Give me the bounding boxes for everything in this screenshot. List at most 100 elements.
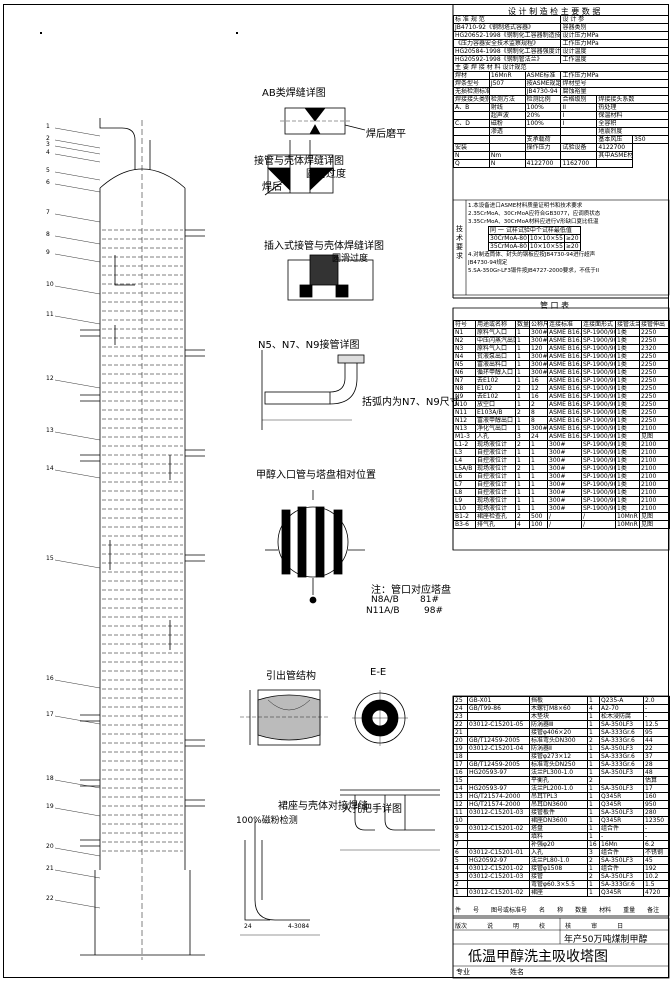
table-cell: 操作压力 bbox=[524, 143, 562, 152]
table-cell: SA-350LF3 bbox=[599, 784, 644, 793]
table-row: JB4710-92《钢制塔式容器》容器类别 bbox=[452, 23, 669, 32]
table-cell: 17 bbox=[643, 784, 670, 793]
table-cell: L7 bbox=[453, 480, 476, 489]
table-cell: 30CrMoA-80 bbox=[488, 234, 529, 243]
table-cell: SP-1900/900 bbox=[581, 384, 616, 393]
table-cell: 焊接接头系数 bbox=[596, 95, 669, 104]
item-label: 9 bbox=[46, 249, 50, 256]
table-cell: - bbox=[643, 712, 670, 721]
table-cell: 1类 bbox=[615, 496, 640, 505]
table-cell bbox=[467, 752, 530, 761]
drawing-title: 低温甲醇洗主吸收塔图 bbox=[468, 949, 608, 965]
table-cell: 连接标准 bbox=[547, 320, 582, 329]
table-cell: HG/T21574-2000 bbox=[467, 800, 530, 809]
table-cell: ASME B16.5WN bbox=[547, 376, 582, 385]
table-cell: J507 bbox=[488, 79, 526, 88]
table-cell bbox=[467, 832, 530, 841]
table-cell: 全容积 bbox=[596, 119, 669, 128]
table-cell: 中压闪蒸汽出口 bbox=[475, 336, 516, 345]
table-cell: 3 bbox=[515, 432, 530, 441]
table-cell: 检测方法 bbox=[488, 95, 526, 104]
table-cell: 4122700 bbox=[596, 143, 634, 152]
table-cell: 25 bbox=[453, 696, 468, 705]
table-cell: 1类 bbox=[615, 368, 640, 377]
table-cell bbox=[467, 840, 530, 849]
table-cell: 2100 bbox=[639, 448, 670, 457]
table-cell: 吊耳DN3600 bbox=[529, 800, 588, 809]
table-cell: 100% bbox=[524, 103, 562, 112]
table-cell: Q345R bbox=[599, 816, 644, 825]
design-data-title: 设 计 制 造 检 主 要 数 据 bbox=[508, 7, 601, 16]
table-cell: SP-1900/900 bbox=[581, 496, 616, 505]
table-cell: 45 bbox=[643, 856, 670, 865]
table-cell: 排气孔 bbox=[475, 520, 516, 529]
table-cell: 1类 bbox=[615, 432, 640, 441]
tech-item: 3.35CrMoA、30CrMoA材料应进行V形缺口夏比低温 bbox=[468, 219, 599, 225]
table-cell: HG20593-97 bbox=[467, 768, 530, 777]
table-cell: 设计温度 bbox=[560, 47, 669, 56]
table-cell: 1 bbox=[587, 808, 600, 817]
table-cell: 现场液位计 bbox=[475, 464, 516, 473]
table-cell: 接管φ273×12 bbox=[529, 752, 588, 761]
table-cell: SP-1900/900 bbox=[581, 336, 616, 345]
table-cell: SP-1900/900 bbox=[581, 376, 616, 385]
table-cell: N4 bbox=[453, 352, 476, 361]
table-row: 《压力容器安全技术监察规程》工作压力MPa bbox=[452, 39, 669, 48]
table-cell: 裙座检查孔 bbox=[475, 512, 516, 521]
table-cell: 挡板 bbox=[529, 696, 588, 705]
table-cell: 原料气入口 bbox=[475, 328, 516, 337]
table-cell: 2250 bbox=[639, 368, 670, 377]
table-cell: SA-333Gr.6 bbox=[599, 736, 644, 745]
table-cell: / bbox=[547, 512, 582, 521]
table-cell: ≥20 bbox=[563, 242, 581, 251]
table-cell: 300# bbox=[547, 464, 582, 473]
table-cell: N bbox=[453, 151, 490, 160]
table-cell: 1162700 bbox=[560, 159, 598, 168]
table-cell: 1 bbox=[515, 328, 530, 337]
table-cell: 1 bbox=[529, 488, 548, 497]
table-cell: 4 bbox=[587, 704, 600, 713]
table-cell: 12 bbox=[529, 384, 548, 393]
table-cell: HG20593-97 bbox=[467, 784, 530, 793]
table-cell: 2100 bbox=[639, 488, 670, 497]
tech-item: 5.SA-350Gr-LF3锻件按JB4727-2000要求，不低于II bbox=[468, 268, 599, 274]
table-cell: 磁粉 bbox=[488, 119, 526, 128]
parts-header-cell: 图号或标准号 bbox=[491, 907, 528, 914]
table-cell: ASME B16.5WN bbox=[547, 328, 582, 337]
table-cell: 300# bbox=[529, 336, 548, 345]
table-cell: 16 bbox=[587, 840, 600, 849]
table-cell: 1 bbox=[515, 344, 530, 353]
item-label: 1 bbox=[46, 123, 50, 130]
table-cell: 1类 bbox=[615, 464, 640, 473]
table-cell: 10×10×55 bbox=[527, 234, 565, 243]
table-cell: 裙座 bbox=[529, 888, 588, 897]
table-cell: 符号 bbox=[453, 320, 476, 329]
leader-line bbox=[54, 715, 101, 725]
grind-label: 焊后磨平 bbox=[366, 129, 406, 140]
table-cell: 1 bbox=[515, 424, 530, 433]
table-cell: ASME B16.5WN bbox=[547, 424, 582, 433]
table-cell: N bbox=[488, 159, 526, 168]
table-cell: 贫液泵出口 bbox=[475, 352, 516, 361]
parts-header-cell: 数量 bbox=[575, 907, 588, 914]
n-pipe-title: N5、N7、N9接管详图 bbox=[258, 340, 360, 351]
table-cell: 焊接接头类别 bbox=[453, 95, 490, 104]
item-label: 4 bbox=[46, 149, 50, 156]
paren-note: 括弧内为N7、N9尺寸 bbox=[362, 397, 460, 408]
table-cell: A、B bbox=[453, 103, 490, 112]
table-cell: 防涡器Ⅲ bbox=[529, 720, 588, 729]
note-row1-a: N8A/B bbox=[371, 595, 399, 605]
table-cell: 300# bbox=[547, 472, 582, 481]
table-cell: SP-1900/900 bbox=[581, 400, 616, 409]
table-cell: M1-3 bbox=[453, 432, 476, 441]
